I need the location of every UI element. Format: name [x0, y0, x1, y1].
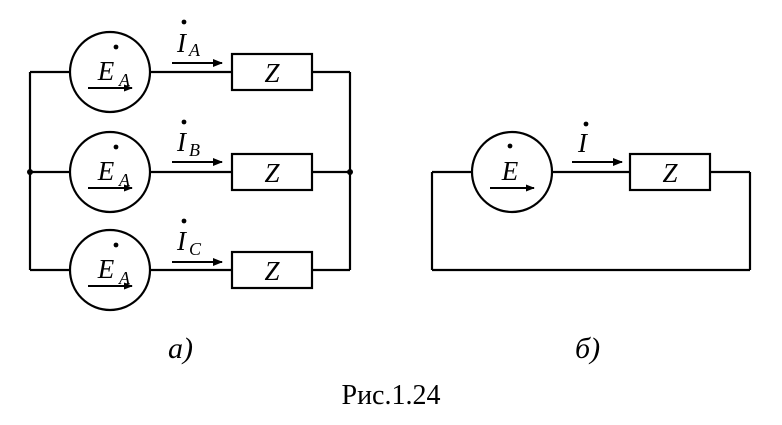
impedance-label: Z	[264, 256, 280, 286]
phasor-dot	[113, 242, 119, 248]
phasor-dot	[583, 121, 589, 127]
branch-3: E A I C Z	[30, 218, 350, 312]
diagram-a: E A I A Z E A I B Z	[27, 19, 353, 365]
impedance-box-3	[230, 250, 314, 290]
current-letter: I	[176, 127, 188, 157]
figure-caption: Рис.1.24	[342, 380, 441, 411]
current-subscript: C	[189, 239, 202, 259]
phasor-dot	[113, 44, 119, 50]
source-letter: E	[501, 156, 519, 186]
impedance-box	[628, 152, 712, 192]
impedance-box-2	[230, 152, 314, 192]
source-letter: E	[97, 56, 115, 86]
current-subscript: B	[189, 140, 200, 160]
phasor-dot	[181, 218, 187, 224]
phasor-dot	[181, 119, 187, 125]
diagram-b: E I Z б)	[430, 121, 752, 365]
phasor-dot	[507, 143, 513, 149]
impedance-label: Z	[264, 58, 280, 88]
impedance-label: Z	[264, 158, 280, 188]
phasor-dot	[181, 19, 187, 25]
current-letter: I	[176, 226, 188, 256]
phasor-dot	[113, 144, 119, 150]
current-letter: I	[176, 28, 188, 58]
diagram-b-label: б)	[575, 332, 600, 365]
current-subscript: A	[188, 40, 201, 60]
impedance-label: Z	[662, 158, 678, 188]
source-letter: E	[97, 254, 115, 284]
current-letter: I	[577, 128, 589, 158]
diagram-a-label: а)	[168, 332, 193, 365]
branch-2: E A I B Z	[30, 119, 350, 214]
source-letter: E	[97, 156, 115, 186]
branch-1: E A I A Z	[30, 19, 350, 114]
